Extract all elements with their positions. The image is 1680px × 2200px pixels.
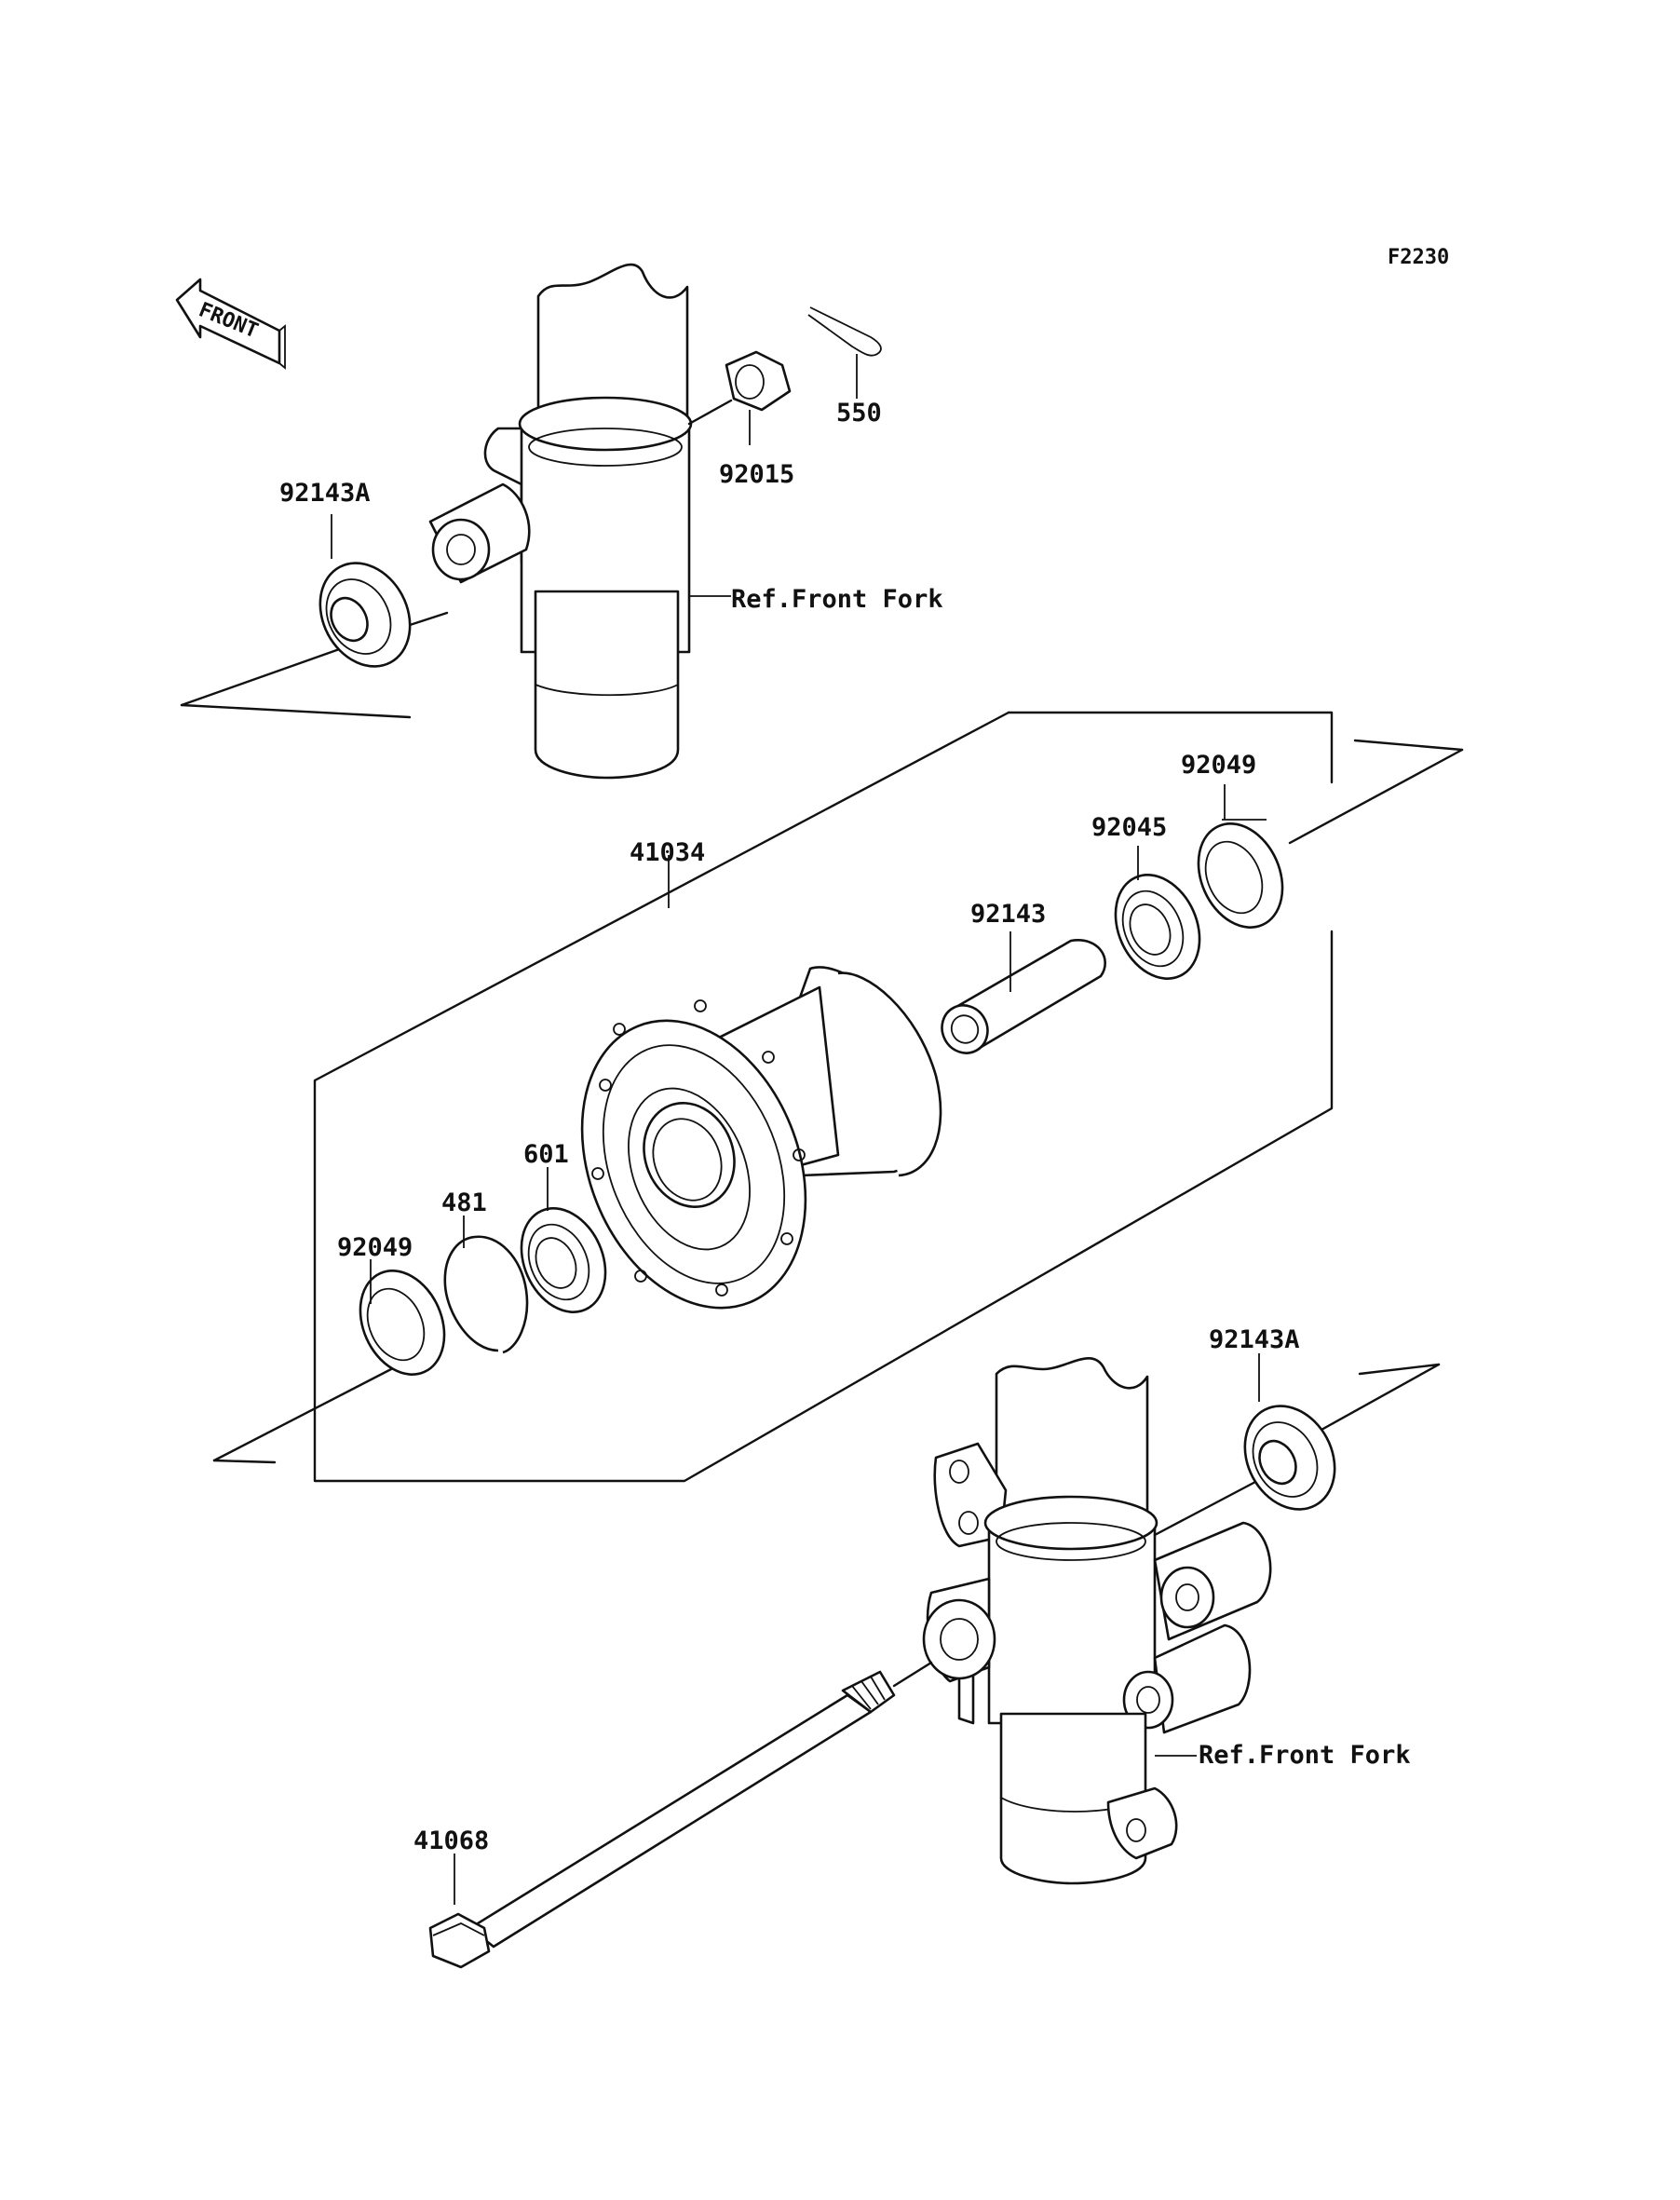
label-92143a-top: 92143A xyxy=(279,479,371,508)
circlip-481 xyxy=(443,1235,529,1354)
label-481: 481 xyxy=(441,1188,487,1217)
collar-92143a-lower xyxy=(1243,1405,1336,1511)
label-92143a-bottom: 92143A xyxy=(1209,1325,1300,1354)
bearing-92045 xyxy=(1114,874,1201,980)
label-92049-right: 92049 xyxy=(1181,751,1256,780)
wheel-hub-41034 xyxy=(580,966,942,1310)
diagram-code: F2230 xyxy=(1388,246,1449,269)
label-41034: 41034 xyxy=(630,838,705,867)
label-ref-front-fork-top: Ref.Front Fork xyxy=(731,585,943,614)
front-arrow-icon: FRONT xyxy=(175,278,286,370)
label-92143: 92143 xyxy=(970,900,1046,929)
hub-bracket-top xyxy=(1007,711,1334,784)
label-601: 601 xyxy=(523,1140,569,1169)
label-92049-left: 92049 xyxy=(337,1233,413,1262)
bearing-601 xyxy=(520,1207,607,1313)
label-92045: 92045 xyxy=(1091,813,1167,842)
collar-92143a-upper xyxy=(318,562,412,668)
nut-92015 xyxy=(687,350,792,426)
seal-92049-right xyxy=(1197,819,1284,929)
fork-leg-right xyxy=(922,1356,1272,1885)
spacer-92143 xyxy=(941,939,1106,1054)
fork-leg-left xyxy=(428,263,693,780)
axle-bolt-41068 xyxy=(428,1661,933,1969)
label-92015: 92015 xyxy=(719,460,794,489)
label-550: 550 xyxy=(836,399,882,428)
seal-92049-left xyxy=(359,1270,446,1376)
cotter-pin-550 xyxy=(807,306,882,357)
hub-bracket-outline xyxy=(313,711,1334,1483)
label-41068: 41068 xyxy=(413,1827,489,1855)
label-ref-front-fork-bottom: Ref.Front Fork xyxy=(1199,1741,1411,1770)
